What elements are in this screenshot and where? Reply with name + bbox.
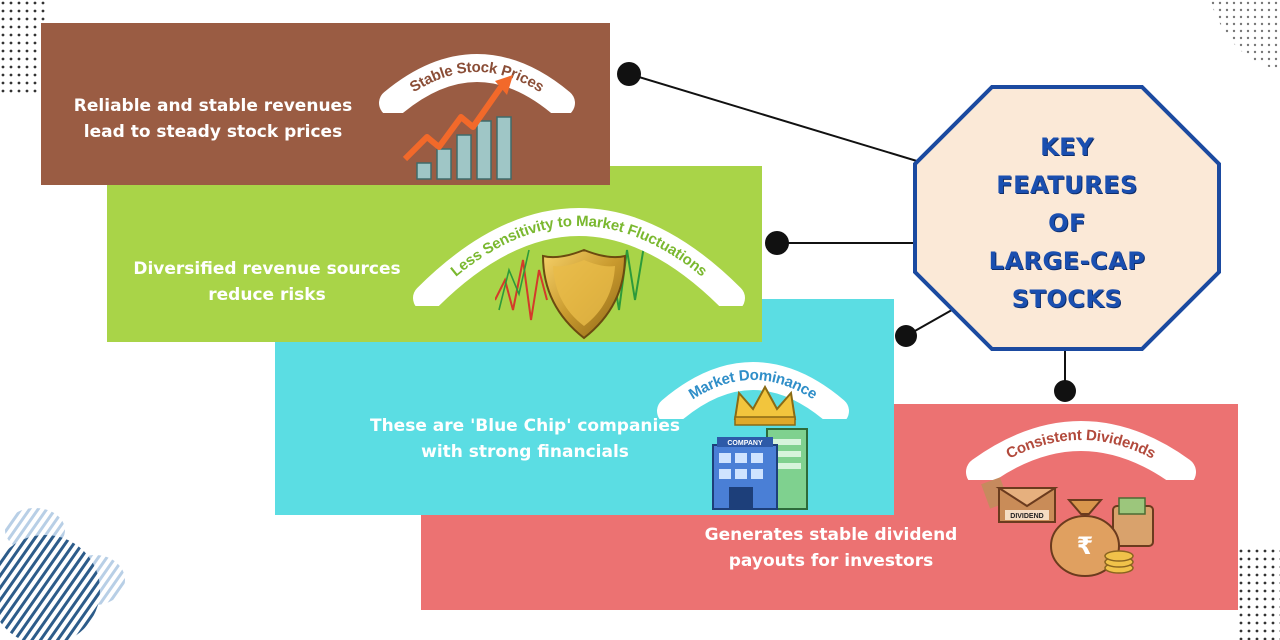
badge-arc: Stable Stock Prices (379, 54, 575, 113)
hub-octagon (913, 85, 1221, 351)
hub-title-line: STOCKS (1011, 285, 1123, 313)
card-text-line: lead to steady stock prices (83, 122, 343, 142)
card-text-line: Diversified revenue sources (133, 259, 401, 279)
card-description: Diversified revenue sources reduce risks (107, 256, 427, 308)
card-text-line: These are 'Blue Chip' companies (369, 416, 681, 436)
card-description: Generates stable dividend payouts for in… (621, 522, 1041, 574)
card-description: Reliable and stable revenues lead to ste… (53, 93, 373, 145)
card-text-line: Reliable and stable revenues (73, 96, 353, 116)
card-text-line: with strong financials (421, 442, 629, 462)
decorative-dots-top-left (0, 0, 45, 95)
hub-title-line: OF (1048, 209, 1086, 237)
svg-text:₹: ₹ (1077, 532, 1094, 560)
card-description: These are 'Blue Chip' companies with str… (315, 413, 735, 465)
svg-text:DIVIDEND: DIVIDEND (1010, 513, 1043, 520)
decorative-dots-bottom-right (1238, 548, 1280, 640)
decorative-dots-top-right (1210, 0, 1280, 70)
card-text-line: payouts for investors (728, 551, 934, 571)
badge-arc: Market Dominance (657, 362, 849, 419)
hub-title: KEY FEATURES OF LARGE-CAP STOCKS (912, 128, 1222, 318)
hub-key-features: KEY FEATURES OF LARGE-CAP STOCKS (912, 84, 1222, 352)
hub-title-line: FEATURES (996, 171, 1138, 199)
card-less-sensitivity: Less Sensitivity to Market Fluctuations … (107, 166, 762, 342)
company-building-crown-icon: COMPANY (712, 384, 808, 510)
card-stable-stock-prices: Stable Stock Prices Reliable and stable … (41, 23, 610, 185)
money-bag-dividend-icon: DIVIDEND ₹ (981, 477, 1154, 577)
hub-title-line: LARGE-CAP (988, 247, 1146, 275)
gold-shield-icon (541, 248, 627, 340)
decorative-stripes-bottom-left (0, 508, 125, 640)
badge-arc: Consistent Dividends (966, 421, 1196, 480)
card-text-line: Generates stable dividend (704, 525, 958, 545)
hub-title-line: KEY (1040, 133, 1094, 161)
rising-bar-chart-icon (402, 75, 513, 180)
svg-text:COMPANY: COMPANY (727, 440, 763, 447)
card-text-line: reduce risks (208, 285, 326, 305)
